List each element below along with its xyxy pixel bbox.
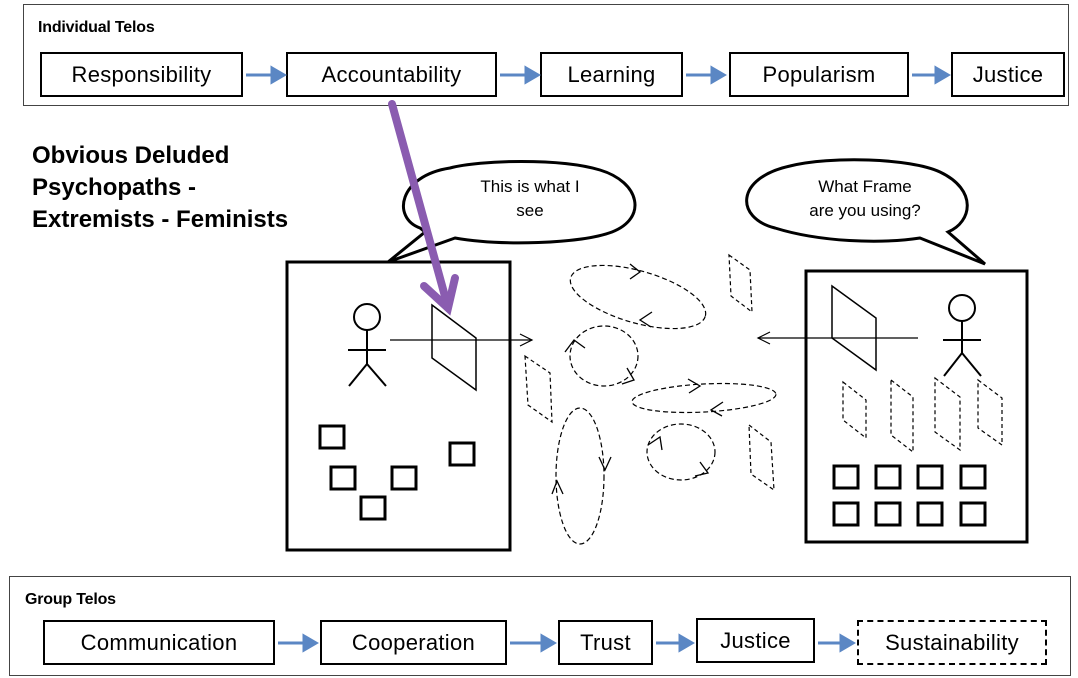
- square-icon: [448, 441, 476, 467]
- right-dashed-frames: [842, 376, 1003, 454]
- square-icon: [959, 501, 987, 527]
- square-icon: [329, 465, 357, 491]
- loop-icon: [555, 407, 605, 545]
- square-icon: [832, 464, 860, 490]
- bubble-right-text: What Frame are you using?: [790, 175, 940, 223]
- group-telos-title: Group Telos: [25, 591, 116, 608]
- right-squares: [832, 464, 987, 527]
- square-icon: [359, 495, 387, 521]
- step-accountability: Accountability: [286, 52, 497, 97]
- square-icon: [390, 465, 418, 491]
- dashed-frame-icon: [748, 423, 775, 492]
- speech-bubble-right: [745, 158, 986, 266]
- square-icon: [916, 464, 944, 490]
- purple-pointer-arrow: [388, 100, 459, 316]
- heading-line-1: Obvious Deluded: [32, 142, 230, 169]
- individual-flow-arrows: [246, 65, 951, 85]
- heading-line-3: Extremists - Feminists: [32, 206, 289, 233]
- square-icon: [832, 501, 860, 527]
- flow-arrow-icon: [686, 65, 727, 85]
- heading-line-2: Psychopaths -: [32, 174, 197, 201]
- square-icon: [874, 464, 902, 490]
- dashed-frame-icon: [890, 378, 914, 454]
- step-popularism: Popularism: [729, 52, 909, 97]
- step-learning: Learning: [540, 52, 683, 97]
- loop-icon: [631, 382, 777, 414]
- bubble-left-text: This is what I see: [460, 175, 600, 223]
- left-squares: [318, 424, 476, 521]
- step-communication: Communication: [43, 620, 275, 665]
- square-icon: [959, 464, 987, 490]
- bubble-right-line-2: are you using?: [809, 201, 921, 220]
- bubble-left-line-1: This is what I: [480, 177, 580, 196]
- loop-icon: [569, 264, 707, 330]
- bubble-left-line-2: see: [516, 201, 544, 220]
- flow-arrow-icon: [500, 65, 541, 85]
- dashed-loops: [555, 264, 777, 545]
- step-responsibility: Responsibility: [40, 52, 243, 97]
- stick-figure-left-icon: [348, 303, 387, 387]
- loop-arrowheads: [551, 263, 724, 495]
- flow-arrow-icon: [510, 633, 557, 653]
- step-trust: Trust: [558, 620, 653, 665]
- sight-line-right: [756, 331, 918, 345]
- dashed-frame-icon: [977, 378, 1003, 447]
- square-icon: [916, 501, 944, 527]
- flow-arrow-icon: [818, 633, 856, 653]
- heading-label: Obvious Deluded Psychopaths - Extremists…: [32, 140, 352, 236]
- square-icon: [318, 424, 346, 450]
- lens-right-icon: [831, 284, 877, 372]
- step-cooperation: Cooperation: [320, 620, 507, 665]
- flow-arrow-icon: [246, 65, 287, 85]
- flow-arrow-icon: [912, 65, 951, 85]
- dashed-frame-icon: [728, 253, 753, 314]
- floating-dashed-frames: [524, 253, 775, 492]
- right-frame-box: [804, 269, 1029, 544]
- stick-figure-right-icon: [943, 294, 982, 377]
- loop-icon: [646, 423, 716, 481]
- loop-icon: [569, 325, 639, 387]
- group-flow-arrows: [278, 633, 856, 653]
- dashed-frame-icon: [524, 354, 553, 424]
- step-justice-group: Justice: [696, 618, 815, 663]
- flow-arrow-icon: [656, 633, 695, 653]
- bubble-right-line-1: What Frame: [818, 177, 912, 196]
- step-justice-individual: Justice: [951, 52, 1065, 97]
- speech-bubble-left: [387, 160, 637, 264]
- flow-arrow-icon: [278, 633, 319, 653]
- individual-telos-title: Individual Telos: [38, 19, 155, 36]
- left-frame-box: [285, 260, 512, 552]
- step-sustainability: Sustainability: [857, 620, 1047, 665]
- sight-line-left: [390, 333, 534, 347]
- dashed-frame-icon: [934, 376, 961, 452]
- square-icon: [874, 501, 902, 527]
